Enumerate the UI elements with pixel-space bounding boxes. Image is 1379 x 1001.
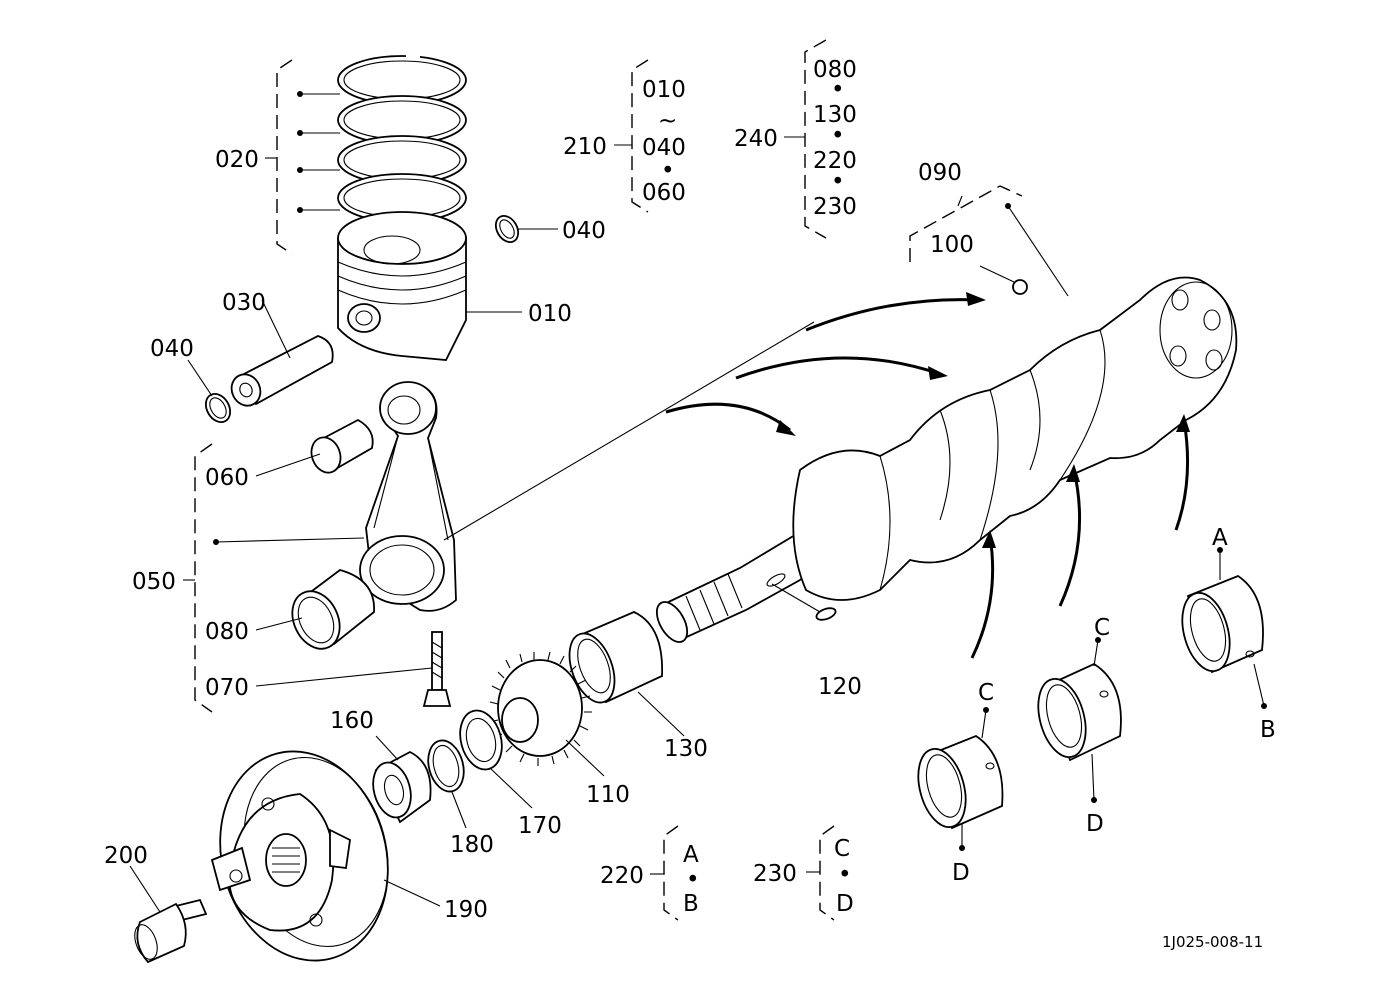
group-240-item-4: •: [831, 123, 845, 149]
label-160: 160: [330, 708, 374, 734]
group-220-item-3: B: [683, 891, 699, 917]
label-210: 210: [563, 134, 607, 160]
label-040-lower: 040: [150, 336, 194, 362]
group-240-item-3: 130: [813, 102, 857, 128]
label-170: 170: [518, 813, 562, 839]
pulley-bolt: [134, 898, 208, 964]
drawing-number: 1J025-008-11: [1162, 933, 1263, 951]
main-bearing-front: [568, 611, 663, 704]
bracket-090: [909, 185, 1023, 262]
mark-c-left: C: [978, 680, 994, 706]
crankshaft-pulley: [210, 750, 389, 962]
label-110: 110: [586, 782, 630, 808]
piston: [337, 211, 467, 361]
label-200: 200: [104, 843, 148, 869]
piston-rings: [297, 52, 467, 223]
group-220-item-2: •: [686, 867, 700, 893]
crankshaft-key: [815, 607, 837, 621]
group-230-item-1: C: [834, 836, 850, 862]
group-240-item-1: 080: [813, 57, 857, 83]
label-050: 050: [132, 569, 176, 595]
bracket-210: [631, 59, 649, 213]
bracket-240: [804, 39, 827, 239]
group-210-item-2: ~: [658, 108, 677, 134]
label-020: 020: [215, 147, 259, 173]
guide-line: [443, 321, 815, 541]
group-240-item-5: 220: [813, 148, 857, 174]
label-120: 120: [818, 674, 862, 700]
label-040-upper: 040: [562, 218, 606, 244]
mark-b: B: [1260, 717, 1276, 743]
bracket-220: [663, 825, 679, 921]
mark-c-middle: C: [1094, 615, 1110, 641]
collar: [459, 709, 503, 771]
group-210-item-4: •: [661, 158, 675, 184]
sleeve: [372, 750, 432, 824]
label-070: 070: [205, 675, 249, 701]
o-ring: [427, 739, 465, 793]
label-030: 030: [222, 290, 266, 316]
piston-pin: [230, 335, 334, 407]
group-210-item-1: 010: [642, 77, 686, 103]
main-bearing-cd-middle: [1037, 662, 1122, 762]
label-180: 180: [450, 832, 494, 858]
mark-a: A: [1212, 525, 1228, 551]
label-190: 190: [444, 897, 488, 923]
group-240-item-2: •: [831, 77, 845, 103]
plug: [1012, 279, 1028, 295]
label-100: 100: [930, 232, 974, 258]
main-bearing-ab: [1181, 574, 1264, 674]
bracket-020: [276, 59, 293, 255]
main-bearing-cd-left: [917, 734, 1004, 830]
bracket-230: [819, 825, 835, 921]
label-090: 090: [918, 160, 962, 186]
connecting-rod-bolt: [422, 631, 452, 707]
label-240: 240: [734, 126, 778, 152]
group-210-item-5: 060: [642, 180, 686, 206]
small-end-bushing: [310, 418, 374, 474]
group-220-item-1: A: [683, 842, 699, 868]
circlip-upper: [494, 214, 520, 244]
label-010: 010: [528, 301, 572, 327]
bracket-050: [194, 443, 213, 713]
mark-d-left: D: [952, 860, 970, 886]
crankpin-bearing: [291, 569, 375, 650]
connecting-rod: [359, 381, 457, 612]
assembly-arrows: [665, 292, 1190, 659]
crank-gear: [489, 651, 592, 766]
group-210-item-3: 040: [642, 135, 686, 161]
group-240-item-7: 230: [813, 194, 857, 220]
group-230-item-3: D: [836, 891, 854, 917]
label-080: 080: [205, 619, 249, 645]
group-240-item-6: •: [831, 169, 845, 195]
label-060: 060: [205, 465, 249, 491]
crankshaft: [655, 276, 1238, 643]
label-220: 220: [600, 863, 644, 889]
circlip-lower: [204, 392, 232, 424]
mark-d-middle: D: [1086, 811, 1104, 837]
label-230: 230: [753, 861, 797, 887]
label-130: 130: [664, 736, 708, 762]
group-230-item-2: •: [838, 862, 852, 888]
